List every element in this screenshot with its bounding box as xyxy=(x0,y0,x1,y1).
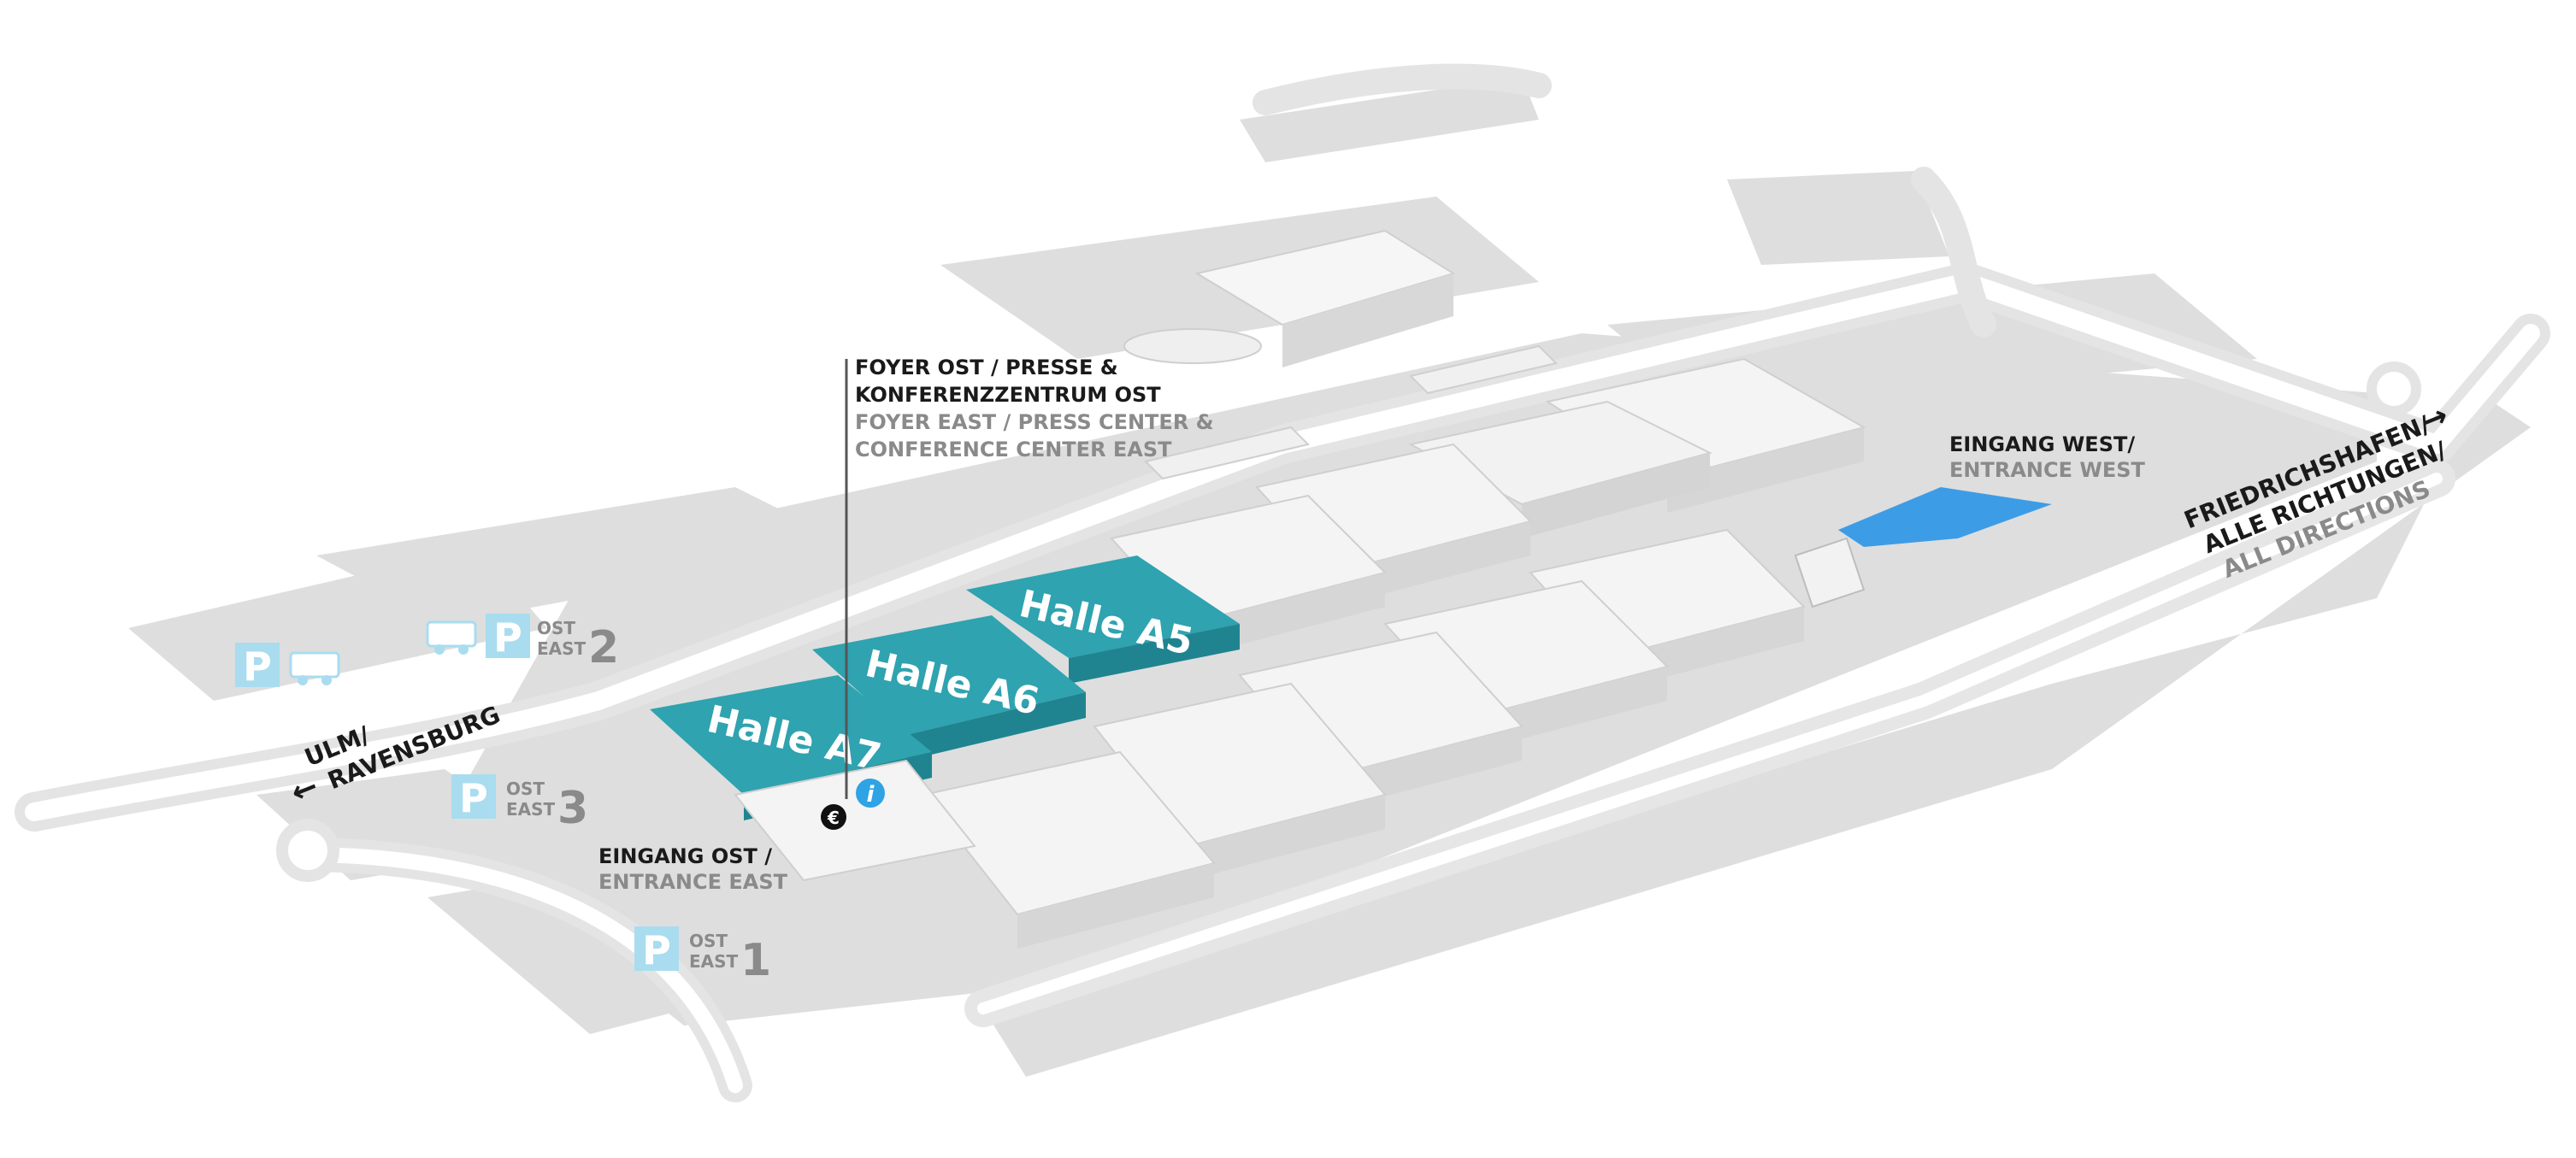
parking-sign-east-2[interactable]: P OST EAST 2 xyxy=(426,614,619,673)
entrance-east-label: EINGANG OST / ENTRANCE EAST xyxy=(598,844,788,894)
camper-icon xyxy=(426,620,477,655)
svg-text:OST: OST xyxy=(506,779,545,799)
foyer-label: FOYER OST / PRESSE & KONFERENZZENTRUM OS… xyxy=(855,356,1214,461)
svg-text:1: 1 xyxy=(740,935,771,986)
foyer-east-building xyxy=(734,759,976,882)
svg-text:2: 2 xyxy=(588,622,619,673)
svg-text:OST: OST xyxy=(689,931,728,951)
parking-sign-east-1[interactable]: P OST EAST 1 xyxy=(634,926,771,986)
svg-text:ENTRANCE EAST: ENTRANCE EAST xyxy=(598,870,788,894)
camper-icon xyxy=(289,651,340,685)
svg-text:EINGANG OST /: EINGANG OST / xyxy=(598,844,772,868)
hall-a6[interactable]: Halle A6 xyxy=(812,615,1086,761)
hall-building xyxy=(1144,426,1310,480)
hall-building xyxy=(1093,682,1387,880)
svg-text:FOYER EAST / PRESS CENTER &: FOYER EAST / PRESS CENTER & xyxy=(855,410,1214,434)
hall-building xyxy=(1409,344,1558,395)
svg-text:EAST: EAST xyxy=(689,951,739,972)
roads xyxy=(15,63,2550,1102)
svg-text:OST: OST xyxy=(537,618,575,638)
euro-icon[interactable]: € xyxy=(821,804,846,830)
svg-text:ENTRANCE WEST: ENTRANCE WEST xyxy=(1949,458,2146,482)
svg-text:EINGANG WEST/: EINGANG WEST/ xyxy=(1949,432,2135,456)
svg-text:P: P xyxy=(493,614,522,661)
svg-text:3: 3 xyxy=(557,783,588,834)
svg-text:CONFERENCE CENTER EAST: CONFERENCE CENTER EAST xyxy=(855,438,1172,461)
svg-text:€: € xyxy=(827,808,840,828)
zeppelin-airship xyxy=(1123,328,1262,364)
svg-text:FOYER OST / PRESSE &: FOYER OST / PRESSE & xyxy=(855,356,1118,379)
svg-text:i: i xyxy=(867,782,875,808)
zeppelin-hangar xyxy=(1194,229,1456,367)
svg-text:P: P xyxy=(642,927,671,973)
parking-garage xyxy=(1794,537,1866,608)
svg-text:P: P xyxy=(459,775,488,821)
svg-text:EAST: EAST xyxy=(506,799,556,820)
water-pond xyxy=(1838,487,2052,547)
parking-sign-east-3[interactable]: P OST EAST 3 xyxy=(451,774,588,834)
svg-text:EAST: EAST xyxy=(537,638,587,659)
svg-text:P: P xyxy=(243,644,272,690)
svg-text:KONFERENZZENTRUM OST: KONFERENZZENTRUM OST xyxy=(855,383,1161,407)
parking-sign-west[interactable]: P xyxy=(235,643,340,690)
entrance-west-label: EINGANG WEST/ ENTRANCE WEST xyxy=(1949,432,2146,482)
hall-building xyxy=(922,750,1216,949)
info-icon[interactable]: i xyxy=(856,779,885,808)
